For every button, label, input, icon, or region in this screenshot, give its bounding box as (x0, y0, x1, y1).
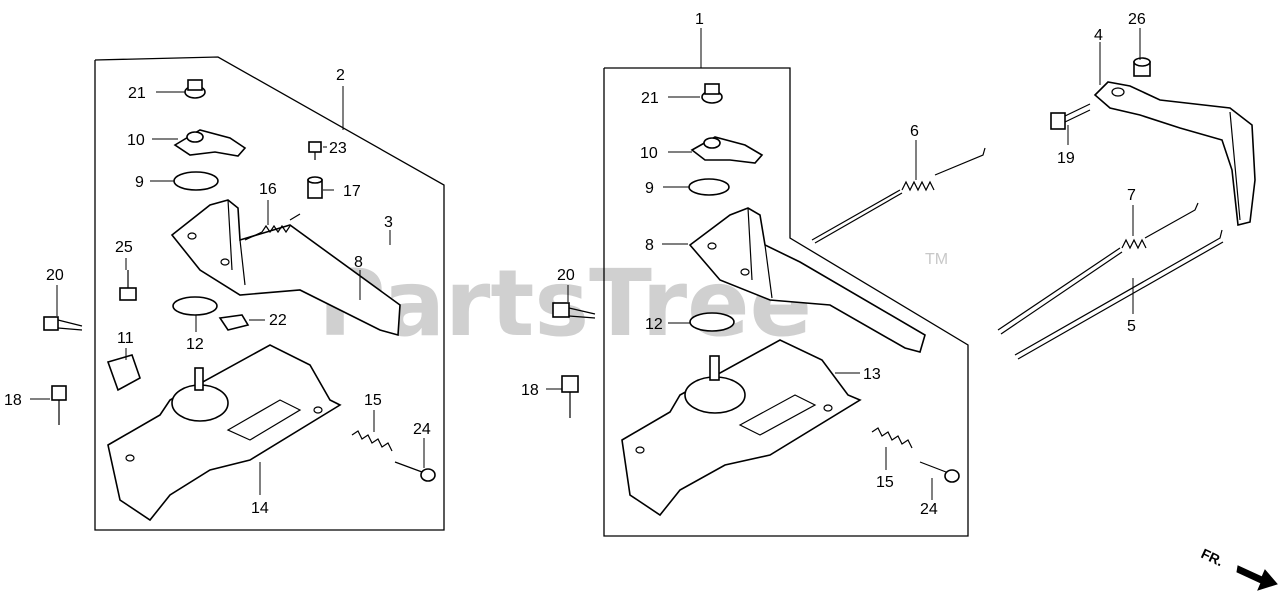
rod-5 (1014, 229, 1224, 360)
spacer-17-left (307, 176, 323, 199)
bolt-19 (1050, 103, 1091, 130)
bolt-18-left (51, 385, 67, 425)
callout-left-11: 11 (117, 330, 134, 347)
bolt-24-mid (919, 461, 960, 483)
callout-right-7: 7 (1127, 187, 1136, 204)
callout-left-23: 23 (329, 140, 347, 157)
callout-left-16: 16 (259, 181, 277, 198)
bolt-20-mid (552, 302, 596, 319)
callout-right-19: 19 (1057, 150, 1075, 167)
middle-assembly-frame (603, 67, 969, 537)
callout-left-14: 14 (251, 500, 269, 517)
front-direction-label: FR. (1199, 545, 1226, 569)
callout-left-20: 20 (46, 267, 64, 284)
callout-mid-18: 18 (521, 382, 539, 399)
plate-10-left (173, 129, 247, 157)
callout-left-9: 9 (135, 174, 144, 191)
callout-left-3: 3 (384, 214, 393, 231)
callout-left-22: 22 (269, 312, 287, 329)
front-direction-arrow-icon (1236, 565, 1278, 591)
callout-left-8: 8 (354, 254, 363, 271)
clip-11-left (106, 354, 141, 392)
callout-mid-21: 21 (641, 90, 659, 107)
spring-15-left (351, 430, 393, 452)
washer-9-left (173, 171, 219, 191)
washer-12-mid (689, 312, 735, 332)
callout-right-26: 26 (1128, 11, 1146, 28)
base-plate-14-left (107, 344, 342, 522)
front-direction-indicator: FR. (1199, 545, 1278, 591)
callout-left-2: 2 (336, 67, 345, 84)
bolt-23-left (308, 141, 322, 160)
nut-21-left (184, 79, 206, 99)
callout-left-18: 18 (4, 392, 22, 409)
nut-26 (1133, 57, 1151, 77)
nut-21-mid (701, 83, 723, 104)
callout-left-15: 15 (364, 392, 382, 409)
callout-right-6: 6 (910, 123, 919, 140)
left-assembly: 21 10 9 2 23 17 16 3 8 25 20 11 12 22 18… (4, 56, 445, 531)
callout-mid-8: 8 (645, 237, 654, 254)
washer-12-left (172, 296, 218, 316)
callout-mid-15: 15 (876, 474, 894, 491)
watermark-trademark: TM (925, 251, 948, 268)
callout-left-21: 21 (128, 85, 146, 102)
callout-mid-24: 24 (920, 501, 938, 518)
rod-7 (997, 202, 1199, 335)
washer-9-mid (688, 178, 730, 196)
callout-left-10: 10 (127, 132, 145, 149)
clip-22-left (218, 314, 250, 331)
callout-left-12: 12 (186, 336, 204, 353)
callout-mid-10: 10 (640, 145, 658, 162)
callout-mid-1: 1 (695, 11, 704, 28)
callout-left-24: 24 (413, 421, 431, 438)
callout-right-4: 4 (1094, 27, 1103, 44)
middle-assembly: 1 21 10 9 8 20 12 13 18 15 24 (521, 11, 969, 537)
callout-right-5: 5 (1127, 318, 1136, 335)
bolt-18-mid (561, 375, 579, 418)
callout-left-25: 25 (115, 239, 133, 256)
lever-bracket-8-left (170, 199, 401, 337)
callout-mid-20: 20 (557, 267, 575, 284)
right-parts: 26 4 19 6 7 5 (811, 11, 1256, 360)
spring-15-mid (871, 427, 913, 449)
left-assembly-frame (94, 56, 445, 531)
bolt-25-left (119, 270, 137, 301)
plate-10-mid (690, 136, 764, 164)
callout-mid-9: 9 (645, 180, 654, 197)
callout-left-17: 17 (343, 183, 361, 200)
lever-bracket-8-mid (688, 207, 926, 353)
callout-mid-13: 13 (863, 366, 881, 383)
bolt-20-left (43, 316, 83, 331)
rod-6 (811, 147, 986, 244)
callout-mid-12: 12 (645, 316, 663, 333)
base-plate-13-mid (621, 339, 862, 517)
bolt-24-left (394, 461, 436, 482)
lever-4 (1093, 81, 1256, 226)
spring-16-left (244, 213, 301, 241)
